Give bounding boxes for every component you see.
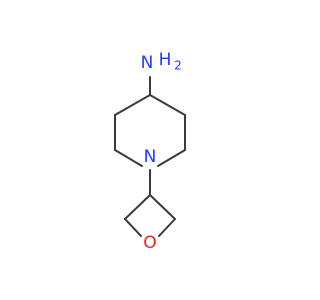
amine-hydrogen-count: 2 — [174, 59, 182, 73]
bond-c4-c3 — [149, 94, 186, 116]
molecule-structure: N H 2 N O — [114, 50, 186, 253]
oxetane-oxygen-label: O — [143, 233, 156, 253]
bond-c5-c4 — [114, 94, 151, 116]
bond-oxetane-right-o — [158, 218, 176, 237]
bond-c2-n1 — [157, 149, 186, 167]
bond-oxetane-left — [124, 194, 151, 220]
bond-oxetane-right — [149, 194, 176, 220]
bond-n1-c6 — [114, 149, 143, 167]
bond-oxetane-left-o — [124, 218, 142, 237]
molecule-canvas: N H 2 N O — [114, 50, 186, 253]
piperidine-nitrogen-label: N — [144, 147, 157, 167]
amine-label: N H 2 — [141, 50, 182, 73]
amine-nitrogen-label: N — [141, 53, 154, 73]
amine-hydrogen-label: H — [159, 50, 172, 70]
